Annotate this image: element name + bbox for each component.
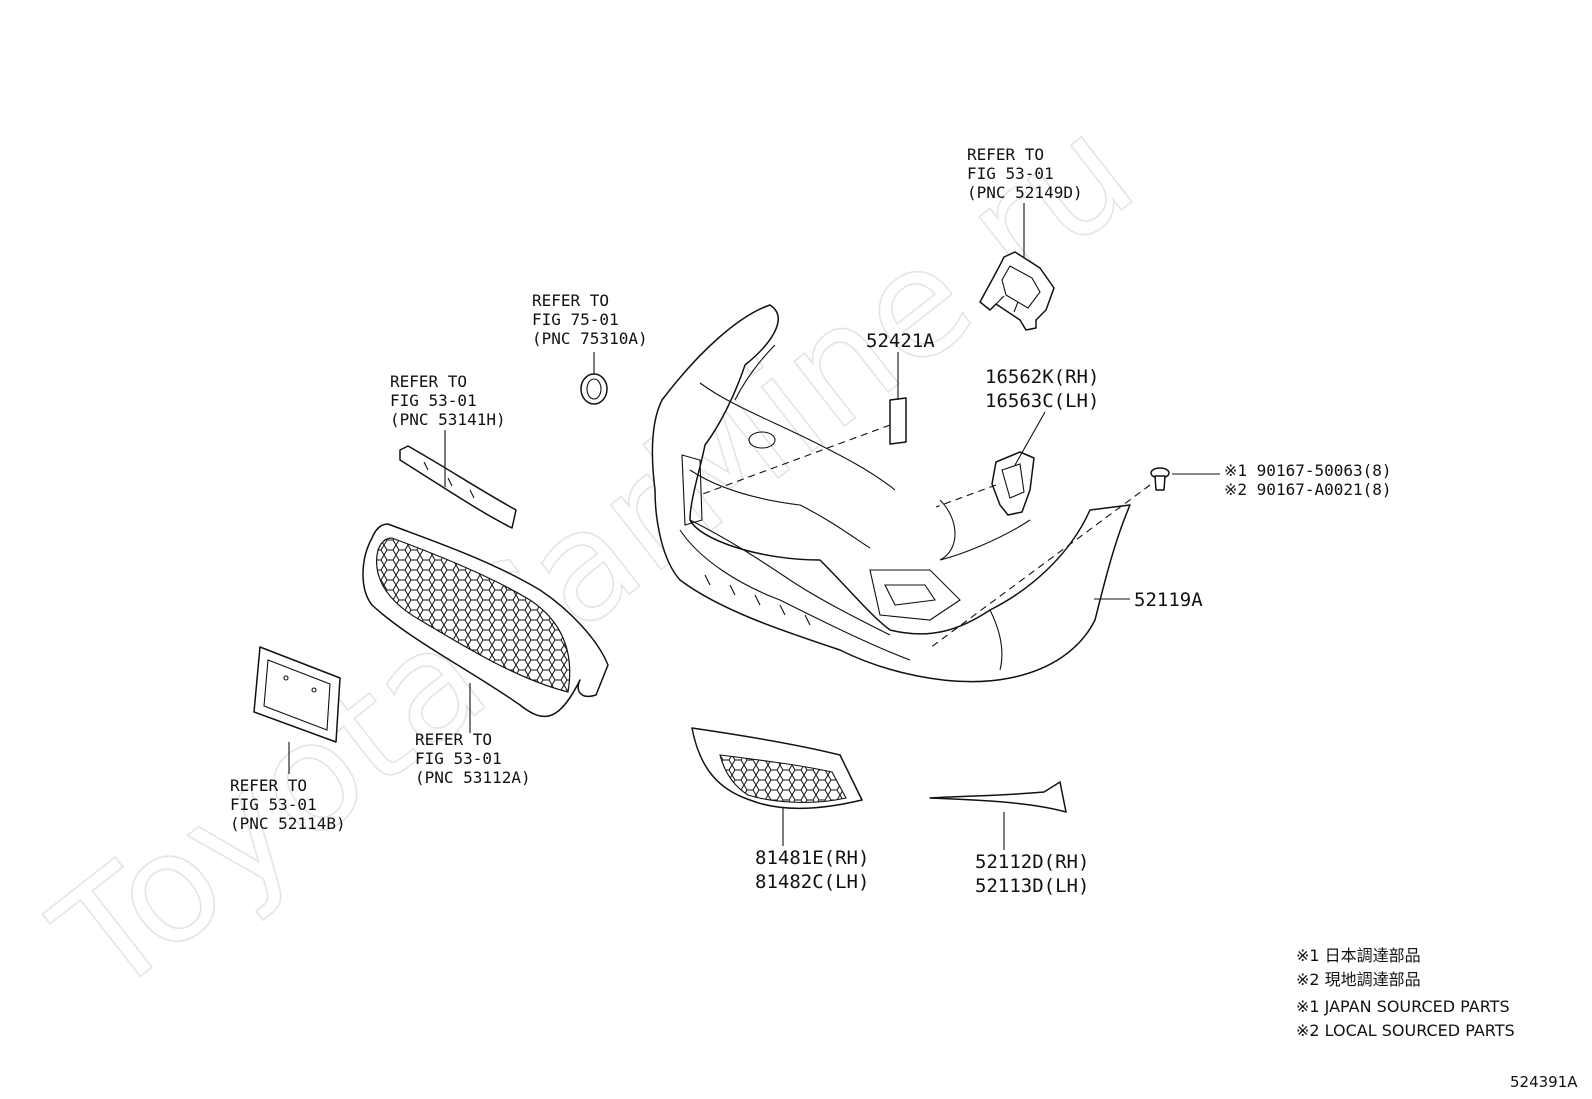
fog-cover-81481e-81482c: [691, 727, 863, 809]
callout-ref-53112a: REFER TO FIG 53-01 (PNC 53112A): [415, 730, 531, 787]
part-number-16562k: 16562K(RH): [985, 366, 1099, 388]
fastener-number-2: ※2 90167-A0021(8): [1224, 480, 1392, 499]
emblem-75310a: [580, 373, 608, 405]
callout-ref-52114b: REFER TO FIG 53-01 (PNC 52114B): [230, 776, 346, 833]
part-number-52112d: 52112D(RH): [975, 851, 1089, 873]
callout-ref-53141h: REFER TO FIG 53-01 (PNC 53141H): [390, 372, 506, 429]
leader-lines: [288, 203, 1220, 850]
callout-ref-75310a: REFER TO FIG 75-01 (PNC 75310A): [532, 291, 648, 348]
callout-ref-52149d: REFER TO FIG 53-01 (PNC 52149D): [967, 145, 1083, 202]
molding-53141h: [399, 445, 517, 529]
part-number-52113d: 52113D(LH): [975, 875, 1089, 897]
part-number-16563c: 16563C(LH): [985, 390, 1099, 412]
bracket-52149d: [979, 251, 1055, 331]
part-number-52119a: 52119A: [1134, 589, 1203, 611]
assembly-lines: [699, 424, 1151, 649]
screw-fastener: [1150, 467, 1170, 491]
legend: ※1 日本調達部品 ※2 現地調達部品 ※1 JAPAN SOURCED PAR…: [1296, 946, 1515, 1040]
license-bracket-52114b: [253, 646, 341, 743]
part-number-81482c: 81482C(LH): [755, 871, 869, 893]
bracket-16562k-16563c: [991, 451, 1035, 516]
part-number-81481e: 81481E(RH): [755, 847, 869, 869]
radiator-grille-53112a: [362, 523, 609, 718]
fastener-number-1: ※1 90167-50063(8): [1224, 461, 1392, 480]
figure-id: 524391A: [1510, 1073, 1578, 1091]
label-part-52421a: [889, 397, 907, 445]
molding-52112d-52113d: [929, 781, 1067, 813]
bumper-cover-52119a: [651, 304, 1131, 683]
part-number-52421a: 52421A: [866, 330, 935, 352]
